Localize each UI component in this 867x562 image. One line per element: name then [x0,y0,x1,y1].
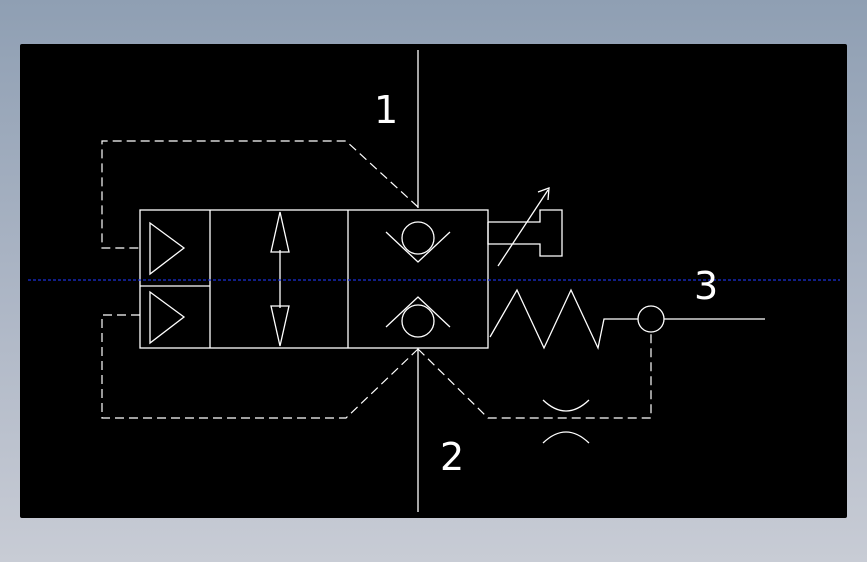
spring-icon [489,288,638,351]
orifice-lower-arc [542,431,590,444]
connection-point-icon [637,305,665,333]
arrow-up-head-icon [270,211,290,253]
pilot-triangle-lower-icon [149,290,186,345]
orifice-upper-arc [542,399,590,412]
valve-body [139,209,489,349]
pilot-triangle-upper-icon [149,221,186,276]
port-label-3: 3 [694,264,718,308]
pilot-line-upper [101,140,419,249]
check-ball-lower-icon [401,304,435,338]
check-seat-upper-icon [385,231,451,263]
arrow-down-head-icon [270,305,290,347]
manual-actuator-icon [487,209,563,257]
pilot-line-lower [101,314,419,419]
adjust-arrow-shaft [497,189,549,267]
check-seat-lower-icon [385,296,451,328]
check-ball-upper-icon [401,221,435,255]
port-label-2: 2 [440,435,464,479]
drain-line [417,332,652,419]
adjust-arrow-head-icon [537,187,550,201]
port-label-1: 1 [374,88,398,132]
drawing-viewport[interactable] [20,44,847,518]
